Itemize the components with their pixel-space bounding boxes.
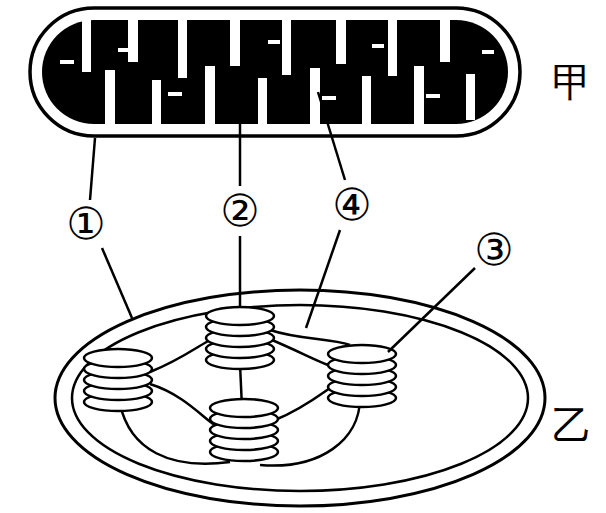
chloroplast bbox=[55, 290, 545, 506]
mitochondrion bbox=[30, 8, 520, 136]
organelle-name: 乙 bbox=[552, 405, 592, 445]
callout-number: ① bbox=[66, 202, 105, 246]
callout-number: ③ bbox=[474, 228, 513, 272]
callout-number: ② bbox=[220, 189, 259, 233]
leader-lines bbox=[90, 92, 475, 352]
organelle-name: 甲 bbox=[552, 62, 592, 102]
callout-number: ④ bbox=[332, 183, 371, 227]
